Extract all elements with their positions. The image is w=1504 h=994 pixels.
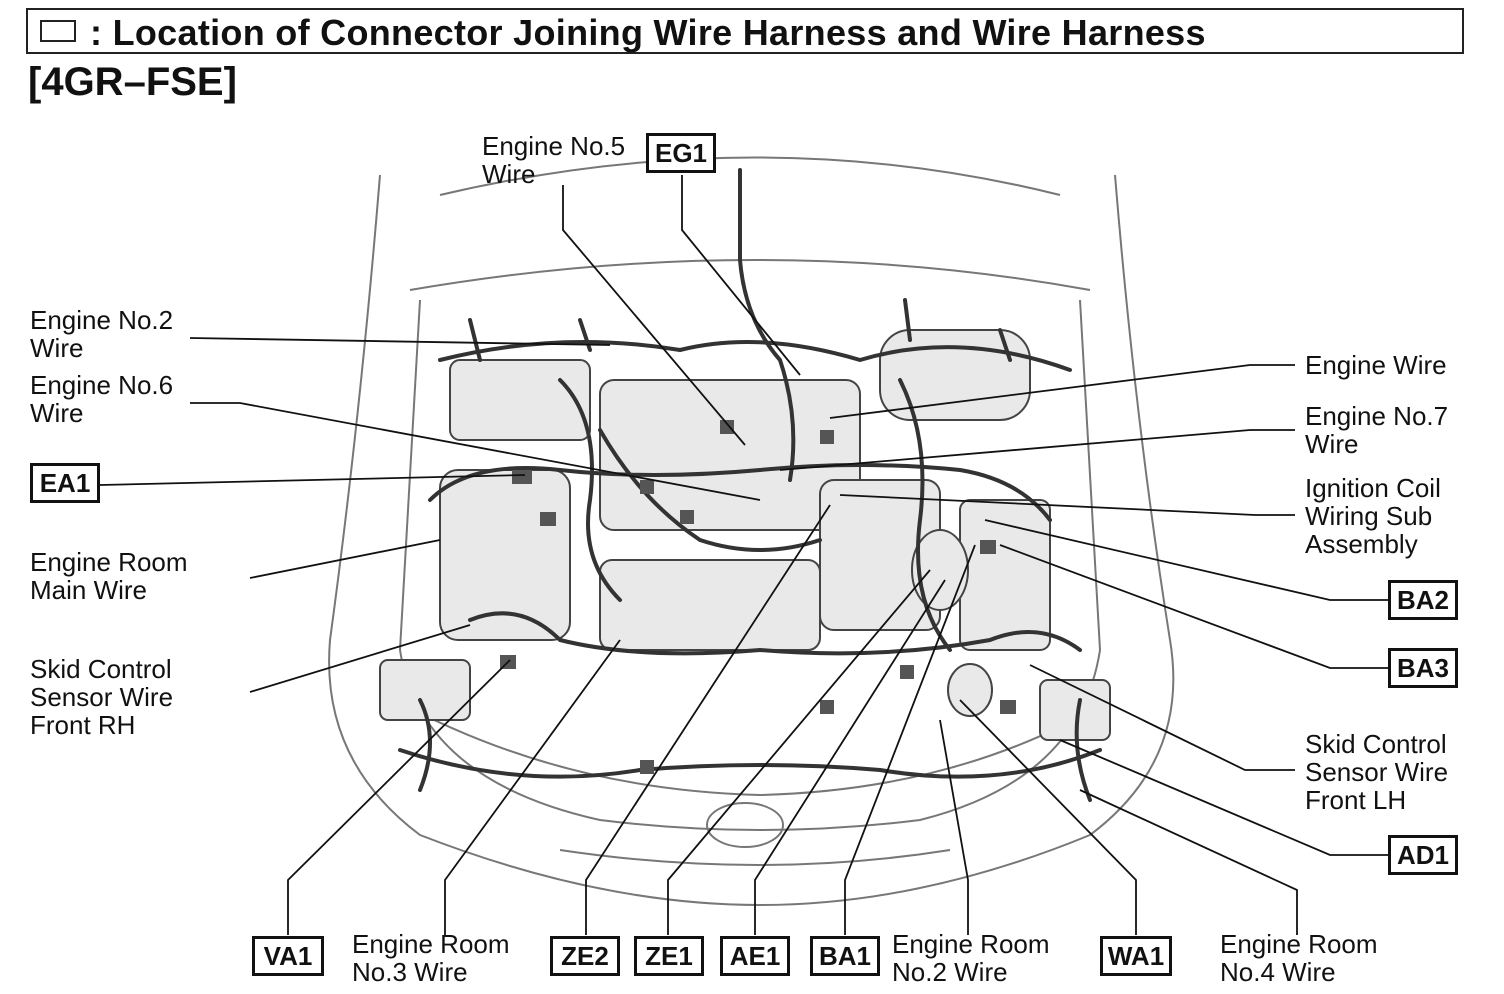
connector-wa1: WA1 [1100, 936, 1172, 976]
page-title: : Location of Connector Joining Wire Har… [90, 12, 1206, 53]
leader-lines [99, 175, 1388, 935]
connector-ae1: AE1 [720, 936, 790, 976]
label-engine-wire: Engine Wire [1305, 350, 1447, 380]
connector-blocks [500, 420, 1016, 774]
title-bar: : Location of Connector Joining Wire Har… [26, 8, 1464, 54]
engine-code-subtitle: [4GR–FSE] [28, 60, 237, 104]
connector-ad1: AD1 [1388, 835, 1458, 875]
engine-components [379, 329, 1111, 741]
vehicle-body-outline [328, 156, 1175, 907]
connector-ze2: ZE2 [550, 936, 620, 976]
connector-eg1: EG1 [646, 133, 716, 173]
connector-ba1: BA1 [810, 936, 880, 976]
connector-box-symbol [40, 20, 76, 42]
connector-ba2: BA2 [1388, 580, 1458, 620]
connector-ea1: EA1 [30, 463, 100, 503]
wire-harness-bundles [398, 168, 1102, 802]
connector-va1: VA1 [252, 936, 324, 976]
connector-ze1: ZE1 [634, 936, 704, 976]
connector-ba3: BA3 [1388, 648, 1458, 688]
